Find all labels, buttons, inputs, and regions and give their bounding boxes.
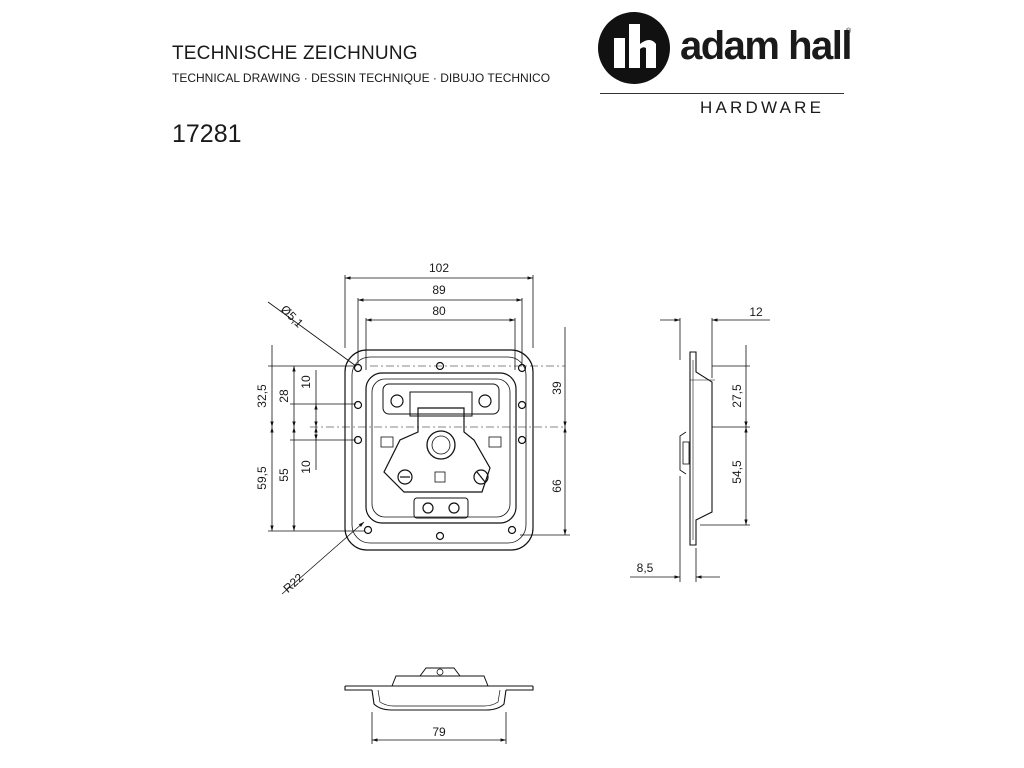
mount-hole [363,525,373,535]
logo-tagline: HARDWARE [700,98,825,117]
brand-logo: ah adam hall ® HARDWARE [596,10,856,120]
front-dimensions [267,275,570,595]
latch-rivet [397,469,413,485]
dim-width-inner: 80 [432,304,446,318]
logo-divider [600,93,844,94]
side-view [679,351,715,546]
latch-rivet [473,469,489,485]
mount-hole [517,363,527,373]
dim-lower-small: 10 [299,460,313,474]
part-number: 17281 [172,120,242,148]
dim-right-upper: 39 [550,381,564,395]
dim-right-lower: 66 [550,479,564,493]
dim-width-outer: 102 [429,261,449,275]
mount-hole [517,435,527,445]
front-view [310,349,565,551]
dim-lower-mid: 55 [277,468,291,482]
drawing-title: TECHNISCHE ZEICHNUNG [172,43,418,64]
logo-wordmark: adam hall [680,24,853,68]
mount-hole [435,531,445,541]
recess-dish [365,372,517,524]
mount-hole [353,400,363,410]
dim-bottom-width: 79 [432,725,446,739]
dim-upper-small: 10 [299,375,313,389]
bottom-dimensions [371,712,507,744]
keeper-screw [390,394,404,408]
dim-upper-mid: 28 [277,389,291,403]
latch-pivot [426,430,456,460]
logo-plate [434,471,446,483]
side-dimensions [630,318,770,582]
front-dimension-labels: 102 89 80 Ø5,1 32,5 28 10 59,5 55 10 39 … [255,261,564,596]
outer-flange [344,349,534,551]
mount-hole [507,525,517,535]
dim-side-upper: 27,5 [730,384,744,408]
dim-upper-total: 32,5 [255,384,269,408]
bottom-view [344,667,534,711]
drawing-subtitle: TECHNICAL DRAWING · DESSIN TECHNIQUE · D… [172,71,551,85]
dim-width-holes: 89 [432,283,446,297]
dim-side-depth: 12 [749,305,763,319]
side-dimension-labels: 12 27,5 54,5 8,5 [637,305,763,575]
side-profile [689,351,713,546]
dim-side-lower: 54,5 [730,460,744,484]
dim-side-offset: 8,5 [637,561,654,575]
monogram-icon: ah [598,12,670,84]
dim-lower-total: 59,5 [255,466,269,490]
mount-hole [517,400,527,410]
mount-hole [353,363,363,373]
logo-registered-mark: ® [846,28,852,35]
keeper-screw [478,394,492,408]
latch-body [383,407,491,493]
